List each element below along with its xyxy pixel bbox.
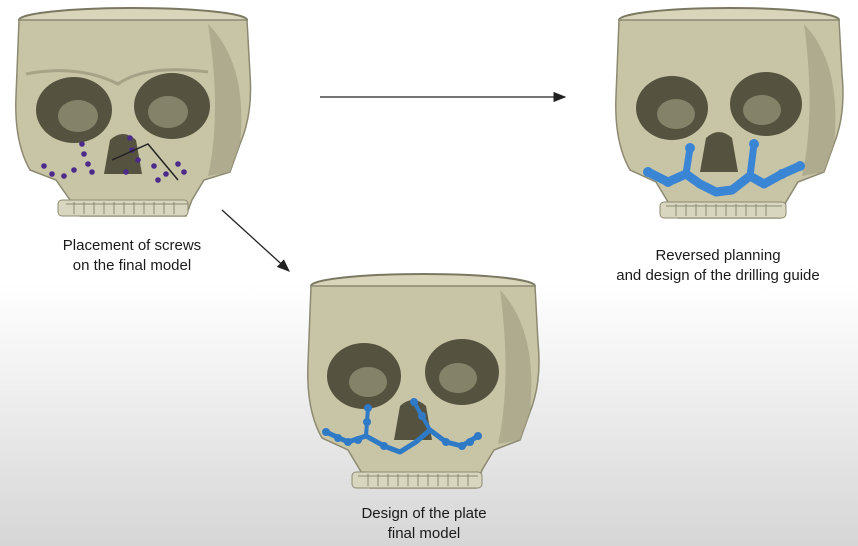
caption-line: and design of the drilling guide <box>580 266 856 286</box>
caption-plate: Design of the plate final model <box>294 504 554 544</box>
caption-line: on the final model <box>4 256 260 276</box>
caption-line: Reversed planning <box>580 246 856 266</box>
caption-guide: Reversed planning and design of the dril… <box>580 246 856 286</box>
caption-line: Design of the plate <box>294 504 554 524</box>
caption-screws: Placement of screws on the final model <box>4 236 260 276</box>
caption-line: final model <box>294 524 554 544</box>
caption-line: Placement of screws <box>4 236 260 256</box>
